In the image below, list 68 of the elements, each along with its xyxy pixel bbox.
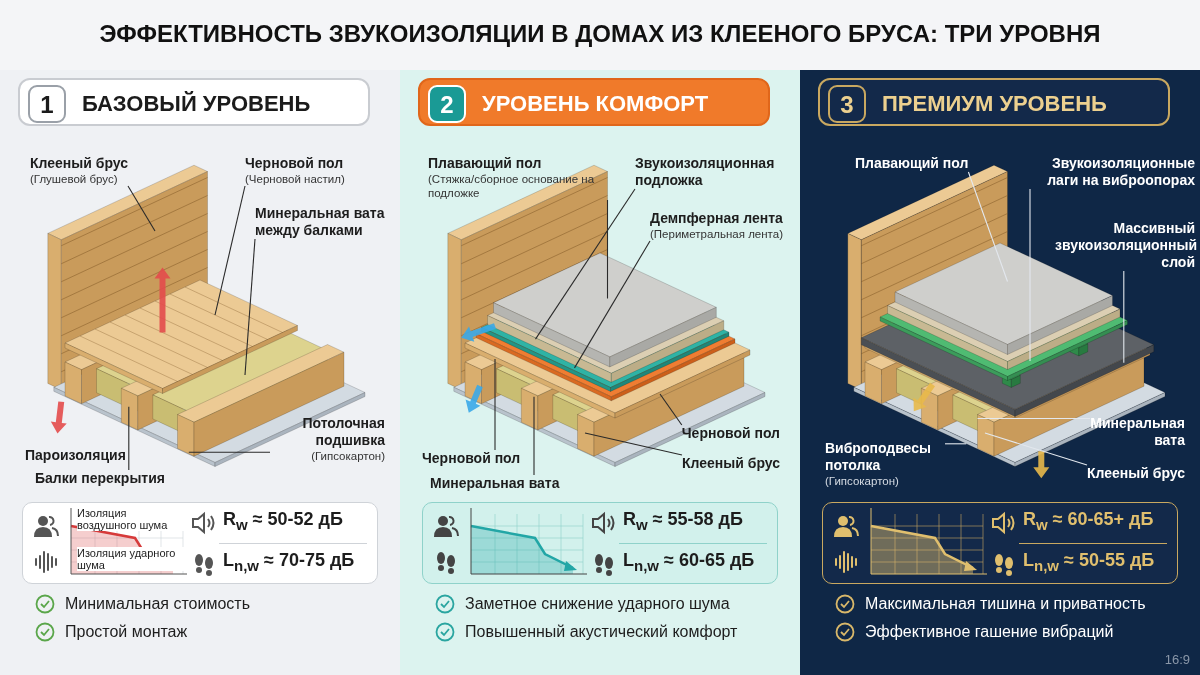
benefit-text: Минимальная стоимость [65, 595, 250, 613]
impact-rating: L$_{n,w}$ ≈ 50-55 дБ [1023, 550, 1155, 574]
part-name: Клееный брус [1087, 465, 1185, 482]
leader-line [1123, 270, 1125, 364]
part-name: Пароизоляция [25, 447, 126, 463]
part-name: Черновой пол [245, 155, 345, 172]
level-panel [0, 70, 400, 675]
part-note: (Гипсокартон) [825, 474, 900, 488]
benefit-text: Простой монтаж [65, 623, 188, 641]
part-name: Балки перекрытия [35, 470, 165, 487]
level-title: УРОВЕНЬ КОМФОРТ [482, 91, 709, 117]
part-name: Черновой пол [681, 425, 780, 442]
metrics-card [822, 502, 1178, 584]
part-name: Черновой пол [422, 450, 521, 467]
level-number: 3 [828, 85, 866, 123]
part-name: Массивный звукоизоляционный слой [1055, 220, 1195, 271]
part-name: Звукоизоляционные лаги на виброопорах [1046, 155, 1195, 189]
impact-rating: L$_{n,w}$ ≈ 70-75 дБ [223, 550, 355, 574]
part-name: Потолочная подшивка [301, 415, 385, 449]
metrics-card [22, 502, 378, 584]
leader-line [494, 358, 496, 451]
part-note: (Черновой настил) [245, 172, 345, 186]
metrics-card [422, 502, 778, 584]
part-name: Минеральная вата [430, 475, 560, 492]
level-number: 2 [428, 85, 466, 123]
part-name: Плавающий пол [428, 155, 543, 172]
part-note: (Глушевой брус) [30, 172, 119, 186]
part-name: Демпферная лента [650, 210, 783, 227]
leader-line [188, 451, 271, 453]
leader-line [127, 185, 156, 232]
leader-line [214, 185, 246, 316]
part-name: Звукоизоляционная подложка [635, 155, 776, 189]
leader-line [976, 417, 1091, 420]
axis-label: Изоляция воздушного шума [77, 507, 187, 531]
format-note: 16:9 [1164, 652, 1190, 667]
leader-line [534, 188, 636, 340]
part-name: Минеральная вата между балками [255, 205, 386, 239]
leader-line [606, 199, 609, 300]
page-title: ЭФФЕКТИВНОСТЬ ЗВУКОИЗОЛЯЦИИ В ДОМАХ ИЗ КЛЕЕНОГО БРУСА: ТРИ УРОВНЯ [98, 20, 1102, 48]
level-panel [400, 70, 800, 675]
airborne-rating: R$_{w}$ ≈ 50-52 дБ [223, 509, 343, 533]
benefit-text: Эффективное гашение вибраций [865, 623, 1114, 641]
leader-line [533, 396, 535, 476]
part-name: Клееный брус [682, 455, 780, 472]
axis-label: Изоляция ударного шума [77, 547, 187, 571]
leader-line [128, 406, 130, 471]
level-panel [800, 70, 1200, 675]
leader-line [967, 171, 1009, 283]
part-name: Плавающий пол [855, 155, 969, 172]
leader-line [244, 238, 256, 376]
part-name: Виброподвесы потолка [825, 440, 932, 474]
part-name: Клееный брус [30, 155, 128, 172]
impact-rating: L$_{n,w}$ ≈ 60-65 дБ [623, 550, 755, 574]
leader-line [659, 393, 683, 426]
level-title: ПРЕМИУМ УРОВЕНЬ [882, 91, 1107, 117]
part-note: (Периметральная лента) [650, 227, 783, 241]
leader-line [944, 443, 967, 445]
leader-line [584, 432, 683, 456]
benefit-text: Повышенный акустический комфорт [465, 623, 738, 641]
level-number: 1 [28, 85, 66, 123]
airborne-rating: R$_{w}$ ≈ 55-58 дБ [623, 509, 743, 533]
leader-line [573, 240, 651, 369]
airborne-rating: R$_{w}$ ≈ 60-65+ дБ [1023, 509, 1154, 533]
level-title: БАЗОВЫЙ УРОВЕНЬ [82, 91, 311, 117]
leader-line [984, 432, 1088, 466]
leader-line [1029, 188, 1031, 362]
part-note: (Стяжка/сборное основание на подложке [428, 172, 596, 200]
part-note: (Гипсокартон) [310, 449, 385, 463]
